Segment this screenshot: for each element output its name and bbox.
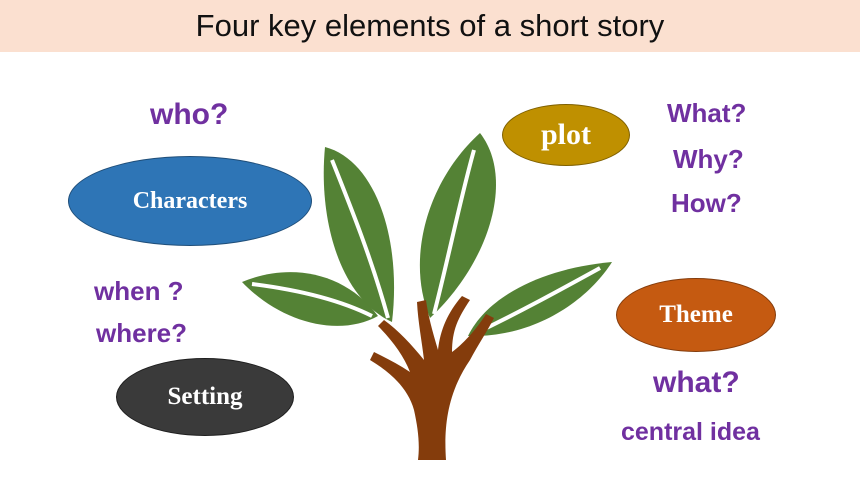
leaf-center [419,133,496,318]
setting-question-where: where? [96,318,188,348]
setting-label: Setting [167,383,243,410]
title-bar: Four key elements of a short story [0,0,860,52]
setting-question-when: when ? [94,276,184,306]
theme-label: Theme [659,301,733,328]
plot-label: plot [540,118,591,151]
theme-question-central-idea: central idea [621,418,760,446]
plot-question-why: Why? [673,144,744,174]
theme-question-what: what? [653,366,740,399]
plot-question-how: How? [671,188,742,218]
tree-trunk [370,296,494,460]
characters-oval: Characters [68,156,312,246]
characters-question-who: who? [150,98,229,131]
theme-oval: Theme [616,278,776,352]
plot-oval: plot [502,104,630,166]
page-title: Four key elements of a short story [195,8,665,43]
setting-oval: Setting [116,358,294,436]
plot-question-what: What? [667,98,747,128]
characters-label: Characters [132,187,248,214]
